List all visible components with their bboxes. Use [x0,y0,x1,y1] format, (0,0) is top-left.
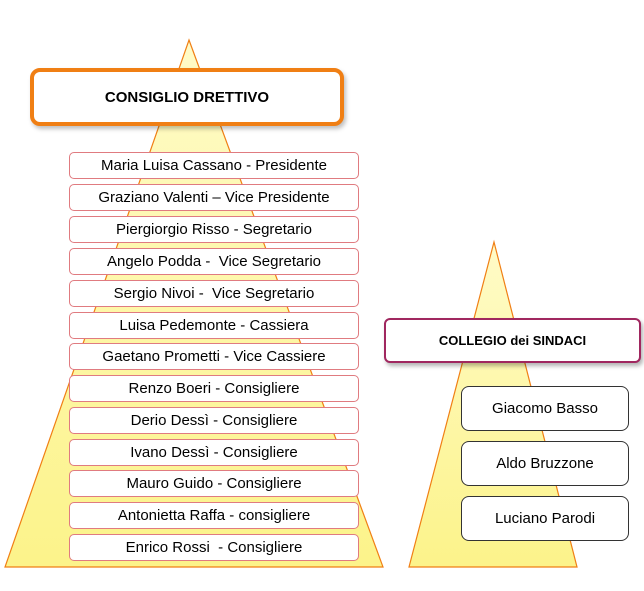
member-item: Renzo Boeri - Consigliere [69,375,359,402]
member-item: Piergiorgio Risso - Segretario [69,216,359,243]
member-item: Antonietta Raffa - consigliere [69,502,359,529]
member-item: Gaetano Prometti - Vice Cassiere [69,343,359,370]
member-item: Mauro Guido - Consigliere [69,470,359,497]
sindaco-item: Aldo Bruzzone [461,441,629,486]
consiglio-title: CONSIGLIO DRETTIVO [30,68,344,126]
member-item: Sergio Nivoi - Vice Segretario [69,280,359,307]
member-item: Derio Dessì - Consigliere [69,407,359,434]
member-item: Enrico Rossi - Consigliere [69,534,359,561]
member-item: Graziano Valenti – Vice Presidente [69,184,359,211]
member-item: Ivano Dessì - Consigliere [69,439,359,466]
member-item: Angelo Podda - Vice Segretario [69,248,359,275]
sindaco-item: Luciano Parodi [461,496,629,541]
member-item: Maria Luisa Cassano - Presidente [69,152,359,179]
sindaco-item: Giacomo Basso [461,386,629,431]
member-item: Luisa Pedemonte - Cassiera [69,312,359,339]
collegio-title: COLLEGIO dei SINDACI [384,318,641,363]
